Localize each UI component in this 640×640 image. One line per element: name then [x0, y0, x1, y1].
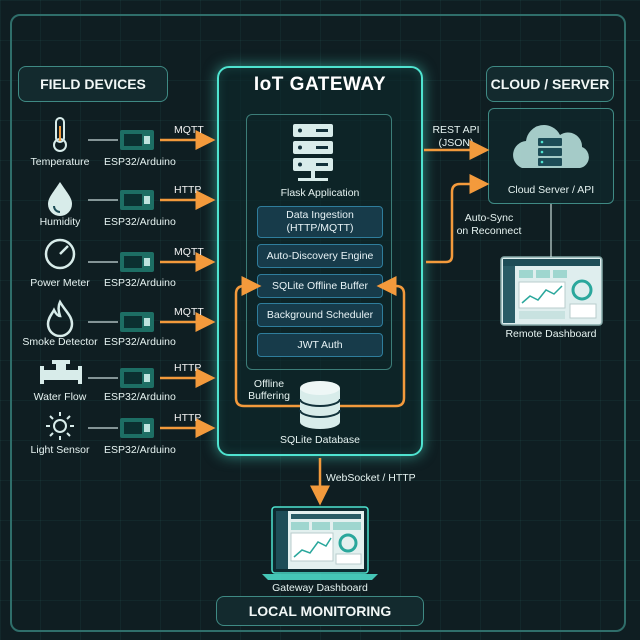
auto-sync-label: Auto-Sync on Reconnect [456, 212, 522, 237]
device-name: Light Sensor [30, 444, 90, 456]
gateway-dashboard-label: Gateway Dashboard [272, 582, 368, 594]
offline-buffering-label: Offline Buffering [248, 378, 290, 402]
device-name: Temperature [30, 156, 90, 168]
module-sqlite-offline-buffer: SQLite Offline Buffer [257, 274, 383, 298]
protocol-label: HTTP [174, 184, 202, 196]
gateway-title: IoT GATEWAY [253, 74, 387, 95]
board-label: ESP32/Arduino [104, 277, 176, 289]
protocol-label: MQTT [174, 124, 204, 136]
field-devices-title: FIELD DEVICES [18, 66, 168, 102]
cloud-server-title: CLOUD / SERVER [486, 66, 614, 102]
board-label: ESP32/Arduino [104, 156, 176, 168]
protocol-label: MQTT [174, 246, 204, 258]
board-label: ESP32/Arduino [104, 391, 176, 403]
device-name: Power Meter [30, 277, 90, 289]
device-name: Water Flow [33, 391, 87, 403]
board-label: ESP32/Arduino [104, 216, 176, 228]
protocol-label: HTTP [174, 412, 202, 424]
local-monitoring-title: LOCAL MONITORING [216, 596, 424, 626]
flask-app-label: Flask Application [280, 187, 360, 199]
board-label: ESP32/Arduino [104, 336, 176, 348]
module-background-scheduler: Background Scheduler [257, 303, 383, 327]
module-jwt-auth: JWT Auth [257, 333, 383, 357]
board-label: ESP32/Arduino [104, 444, 176, 456]
diagram-frame [10, 14, 626, 632]
cloud-server-label: Cloud Server / API [507, 184, 595, 196]
protocol-label: MQTT [174, 306, 204, 318]
websocket-http-label: WebSocket / HTTP [326, 472, 416, 484]
module-data-ingestion: Data Ingestion (HTTP/MQTT) [257, 206, 383, 238]
remote-dashboard-label: Remote Dashboard [505, 328, 597, 340]
sqlite-database-label: SQLite Database [280, 434, 360, 446]
device-name: Humidity [39, 216, 81, 228]
device-name: Smoke Detector [22, 336, 98, 348]
flask-app-frame [246, 114, 392, 370]
protocol-label: HTTP [174, 362, 202, 374]
module-auto-discovery: Auto-Discovery Engine [257, 244, 383, 268]
rest-api-label: REST API (JSON) [432, 124, 480, 149]
